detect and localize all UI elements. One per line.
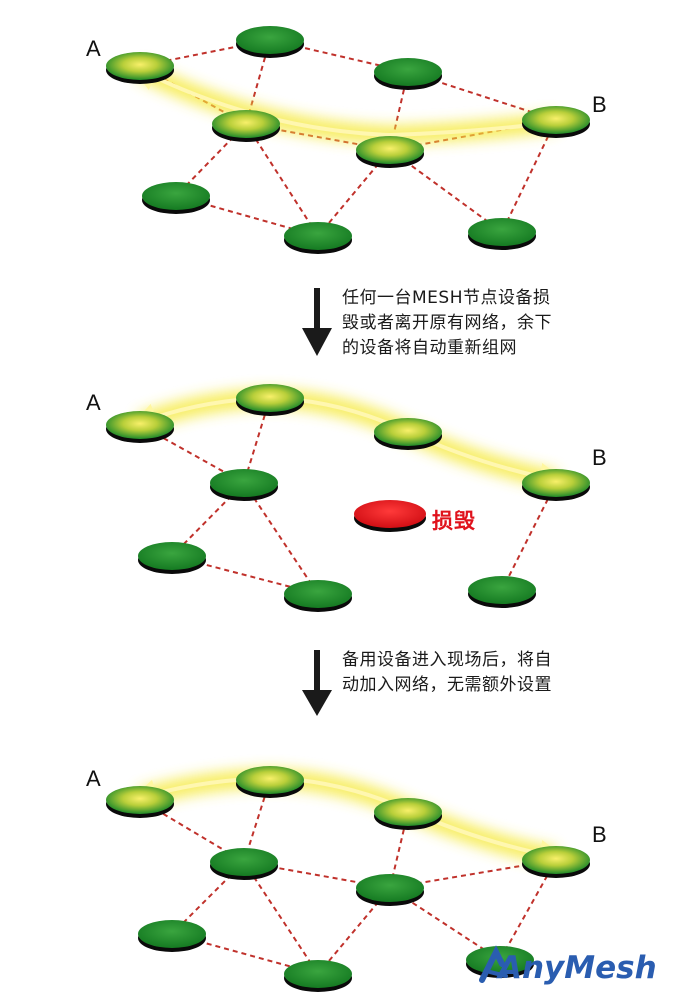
network-node-endpoint-a xyxy=(106,411,174,443)
step-1-caption: 任何一台MESH节点设备损 毁或者离开原有网络，余下 的设备将自动重新组网 xyxy=(342,286,552,361)
network-node xyxy=(138,920,206,952)
step-1-line: 的设备将自动重新组网 xyxy=(342,338,517,358)
endpoint-label-a: A xyxy=(86,766,101,791)
endpoint-label-a: A xyxy=(86,36,101,61)
step-1-line: 任何一台MESH节点设备损 xyxy=(342,288,551,308)
network-node-endpoint-a xyxy=(106,786,174,818)
network-node-endpoint-b xyxy=(522,469,590,501)
network-node xyxy=(210,848,278,880)
network-node xyxy=(236,384,304,416)
step-2-caption: 备用设备进入现场后，将自 动加入网络，无需额外设置 xyxy=(342,648,552,698)
network-node xyxy=(284,960,352,992)
panel-1-nodes xyxy=(106,26,590,254)
network-node xyxy=(468,218,536,250)
logo-text: AnyMesh xyxy=(498,950,657,986)
down-arrow-2 xyxy=(302,650,332,716)
panel-2-route-glow xyxy=(129,388,567,491)
network-node xyxy=(356,136,424,168)
network-node xyxy=(284,222,352,254)
endpoint-label-b: B xyxy=(592,822,607,847)
down-arrow-1 xyxy=(302,288,332,356)
network-node xyxy=(138,542,206,574)
network-node-endpoint-b xyxy=(522,846,590,878)
endpoint-label-b: B xyxy=(592,445,607,470)
network-node xyxy=(212,110,280,142)
step-2-line: 备用设备进入现场后，将自 xyxy=(342,650,552,670)
logo-mark-icon xyxy=(479,945,508,983)
network-node-endpoint-a xyxy=(106,52,174,84)
step-1-line: 毁或者离开原有网络，余下 xyxy=(342,313,552,333)
panel-2-nodes xyxy=(106,384,590,612)
destroyed-label: 损毁 xyxy=(432,509,476,533)
panel-1-route-glow xyxy=(129,61,568,145)
network-node-endpoint-b xyxy=(522,106,590,138)
network-node xyxy=(374,798,442,830)
replacement-node xyxy=(356,874,424,906)
network-node xyxy=(284,580,352,612)
network-node xyxy=(236,766,304,798)
panel-1-original-network: A B xyxy=(86,26,607,254)
anymesh-logo: AnyMesh xyxy=(476,944,676,994)
panel-3-route-glow xyxy=(129,768,567,868)
network-node xyxy=(374,58,442,90)
network-node xyxy=(468,576,536,608)
panel-2-node-destroyed: A B xyxy=(86,384,607,612)
network-node xyxy=(210,469,278,501)
endpoint-label-b: B xyxy=(592,92,607,117)
endpoint-label-a: A xyxy=(86,390,101,415)
network-node xyxy=(236,26,304,58)
network-node xyxy=(374,418,442,450)
step-2-line: 动加入网络，无需额外设置 xyxy=(342,675,552,695)
network-node xyxy=(142,182,210,214)
destroyed-node xyxy=(354,500,426,532)
